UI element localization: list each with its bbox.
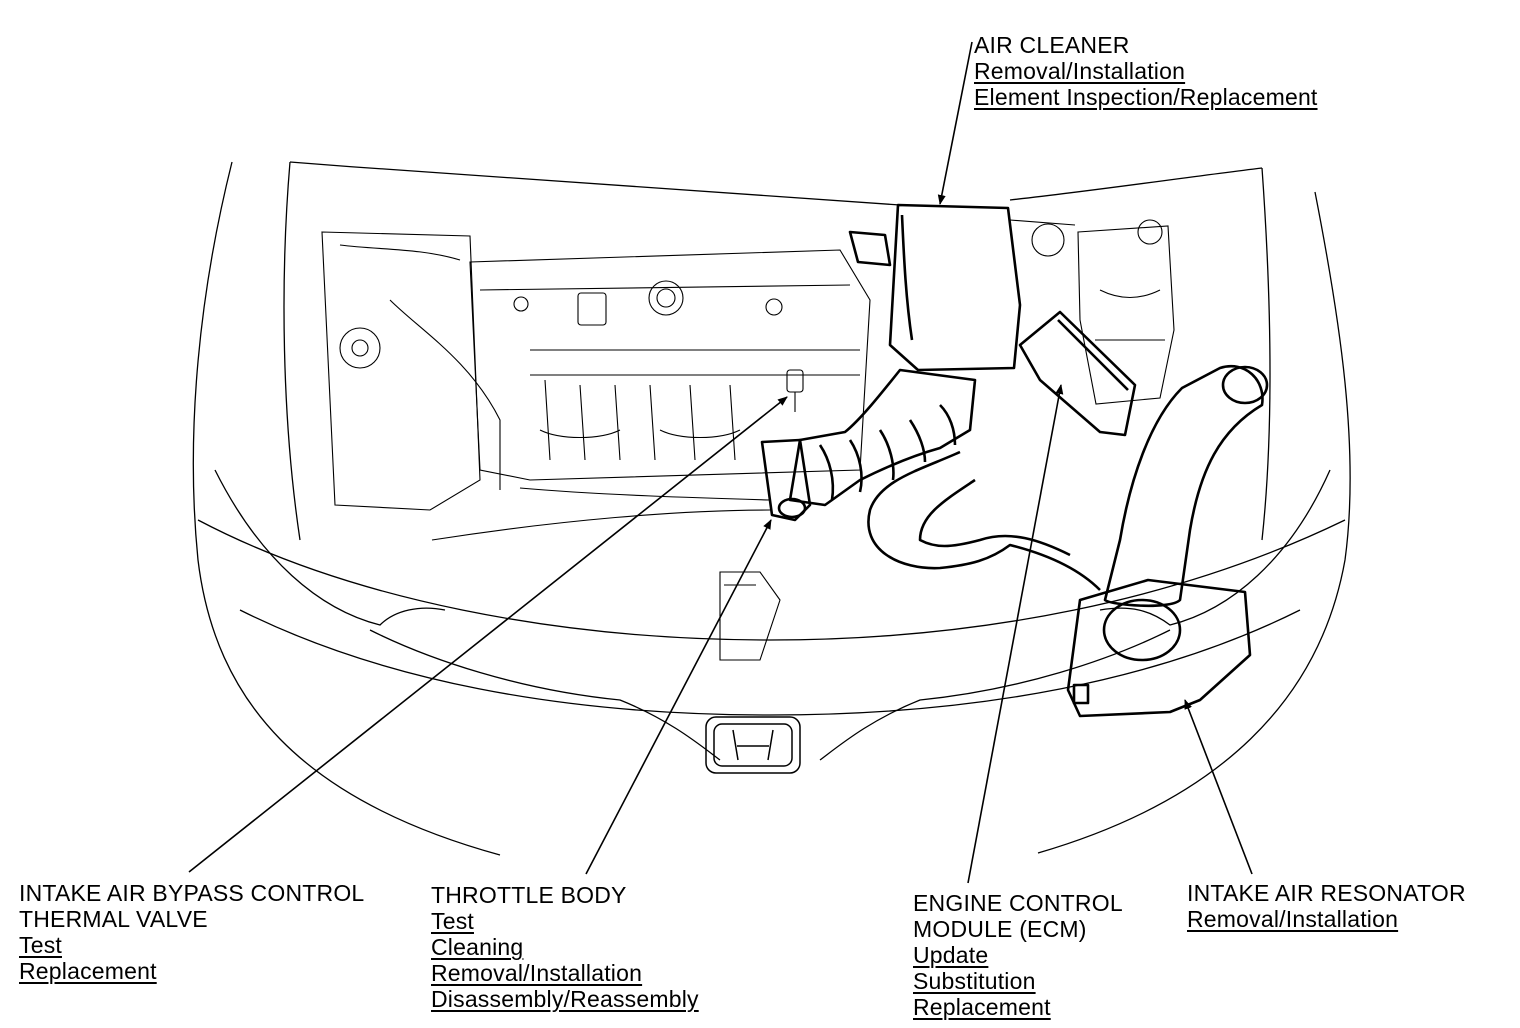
- ecm-link-update[interactable]: Update: [913, 942, 989, 968]
- throttle-body-link-cleaning[interactable]: Cleaning: [431, 934, 524, 960]
- throttle-body: [760, 438, 812, 522]
- ecm-link-substitution[interactable]: Substitution: [913, 968, 1036, 994]
- bumper-lower-line: [239, 609, 1301, 716]
- intake-components: [760, 203, 1269, 718]
- ecm-box: [1018, 310, 1137, 437]
- bypass-valve-link-replacement[interactable]: Replacement: [19, 958, 157, 984]
- ecm-title-line2: MODULE (ECM): [913, 916, 1087, 942]
- resonator-link-removal-installation[interactable]: Removal/Installation: [1187, 906, 1399, 932]
- cowl-line: [289, 161, 1263, 206]
- honda-emblem: [705, 716, 801, 774]
- callout-ecm: ENGINE CONTROL MODULE (ECM) Update Subst…: [913, 890, 1123, 1020]
- air-cleaner-link-element-inspection[interactable]: Element Inspection/Replacement: [974, 84, 1318, 110]
- leader-air-cleaner: [937, 41, 973, 205]
- headlight-left: [214, 469, 446, 626]
- resonator-title: INTAKE AIR RESONATOR: [1187, 880, 1466, 906]
- hood-left-edge: [283, 161, 301, 541]
- resonator-duct: [867, 450, 1101, 591]
- callout-bypass-valve: INTAKE AIR BYPASS CONTROL THERMAL VALVE …: [19, 880, 364, 984]
- air-cleaner-link-removal-installation[interactable]: Removal/Installation: [974, 58, 1186, 84]
- leader-throttle-body: [585, 519, 772, 875]
- body-left-fender: [192, 161, 501, 856]
- bypass-valve-title-line2: THERMAL VALVE: [19, 906, 208, 932]
- callout-air-cleaner: AIR CLEANER Removal/Installation Element…: [974, 32, 1318, 110]
- grille-left: [369, 629, 721, 761]
- leader-ecm: [967, 384, 1064, 884]
- leader-resonator: [1184, 699, 1253, 875]
- throttle-body-link-disassembly-reassembly[interactable]: Disassembly/Reassembly: [431, 986, 699, 1012]
- air-intake-duct: [788, 368, 977, 507]
- headlight-right: [1099, 469, 1331, 626]
- callout-throttle-body: THROTTLE BODY Test Cleaning Removal/Inst…: [431, 882, 699, 1012]
- leader-bypass-valve: [188, 396, 788, 873]
- throttle-body-title: THROTTLE BODY: [431, 882, 627, 908]
- air-cleaner-title: AIR CLEANER: [974, 32, 1130, 58]
- car-body-outline: [192, 161, 1351, 856]
- bypass-valve-link-test[interactable]: Test: [19, 932, 62, 958]
- throttle-body-link-test[interactable]: Test: [431, 908, 474, 934]
- hood-right-edge: [1261, 167, 1271, 541]
- callout-intake-air-resonator: INTAKE AIR RESONATOR Removal/Installatio…: [1187, 880, 1466, 932]
- air-cleaner-box: [888, 203, 1022, 372]
- resonator-chamber: [1066, 578, 1252, 718]
- ecm-title-line1: ENGINE CONTROL: [913, 890, 1123, 916]
- engine-compartment-details: [321, 219, 1175, 661]
- resonator-snorkel: [1103, 365, 1264, 608]
- body-right-fender: [1037, 191, 1351, 854]
- leader-lines: [188, 41, 1253, 884]
- throttle-body-link-removal-installation[interactable]: Removal/Installation: [431, 960, 643, 986]
- bypass-valve-title-line1: INTAKE AIR BYPASS CONTROL: [19, 880, 365, 906]
- ecm-link-replacement[interactable]: Replacement: [913, 994, 1051, 1020]
